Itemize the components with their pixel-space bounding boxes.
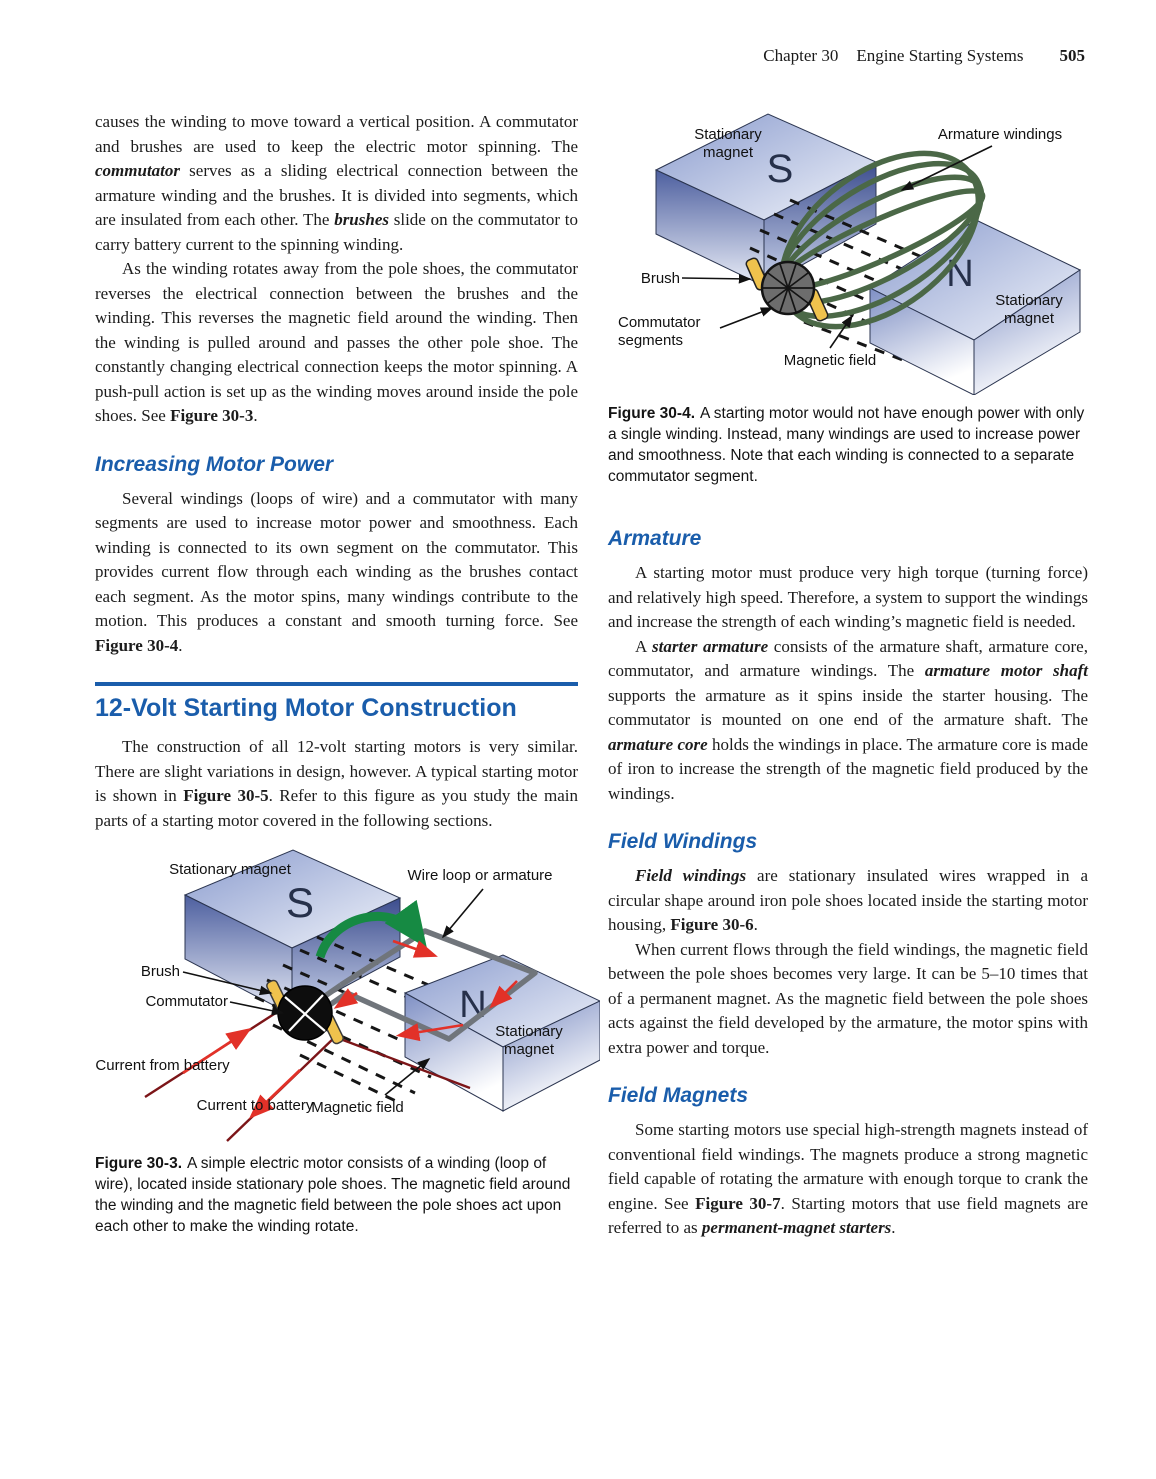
label-commutator-segments: Commutator segments [618,314,701,349]
label-current-from-battery: Current from battery [95,1057,230,1074]
body-paragraph: Several windings (loops of wire) and a c… [95,488,578,655]
figure-30-3-caption-lead: Figure 30-3. [95,1155,182,1172]
chapter-label: Chapter 30 [763,46,839,65]
figure-30-3-diagram: S N [95,845,600,1145]
s-pole-letter: S [767,147,794,191]
right-column: S N [608,100,1088,1241]
section-heading-12-volt-construction: 12-Volt Starting Motor Construction [95,694,517,722]
section-heading-increasing-motor-power: Increasing Motor Power [95,452,334,476]
heading-rule [95,682,578,686]
label-armature-windings: Armature windings [937,126,1063,143]
figure-30-3-caption: Figure 30-3.A simple electric motor cons… [95,1153,575,1237]
n-pole-letter: N [946,253,973,295]
label-stationary-magnet-top: Stationary magnet [169,861,291,878]
commutator-disc [760,260,816,316]
loop-current-arrows [333,939,518,1042]
figure-30-4-diagram: S N [608,100,1156,395]
leader-lines [681,145,993,349]
s-pole-letter: S [286,879,314,926]
label-brush: Brush [640,270,680,287]
body-paragraph: causes the winding to move toward a vert… [95,112,578,254]
figure-30-4-caption-lead: Figure 30-4. [608,405,695,422]
figure-30-4-caption: Figure 30-4.A starting motor would not h… [608,403,1088,487]
body-paragraph: Some starting motors use special high-st… [608,1120,1089,1237]
commutator-sphere [277,985,333,1041]
label-commutator: Commutator [145,993,228,1010]
page-header: Chapter 30 Engine Starting Systems 505 [763,46,1085,66]
page-number: 505 [1059,46,1086,65]
section-heading-armature: Armature [608,527,702,550]
label-stationary-magnet-right: Stationary magnet [495,1023,563,1058]
figure-30-3: S N [95,845,600,1237]
label-wire-loop: Wire loop or armature [407,867,553,884]
body-paragraph: The construction of all 12-volt starting… [95,737,578,830]
chapter-title: Engine Starting Systems [856,46,1024,65]
left-column: causes the winding to move toward a vert… [95,110,600,1237]
label-stationary-magnet-top: Stationary magnet [694,126,762,161]
label-current-to-battery: Current to battery [196,1097,314,1114]
figure-30-4-caption-text: A starting motor would not have enough p… [608,405,1085,485]
rotation-arrow [315,899,427,959]
motor-diagram-graphic: S N [144,849,600,1142]
body-paragraph: Field windings are stationary insulated … [608,866,1088,934]
leader-lines [182,888,484,1096]
section-heading-field-magnets: Field Magnets [608,1084,749,1107]
body-paragraph: A starting motor must produce very high … [608,563,1088,631]
label-magnetic-field: Magnetic field [783,352,877,369]
label-stationary-magnet-right: Stationary magnet [995,292,1063,327]
multi-winding-motor-graphic: S N [654,113,1082,395]
body-paragraph: A starter armature consists of the armat… [608,636,1088,803]
battery-current-arrows [182,1027,301,1119]
n-magnet-block: N [868,219,1082,395]
figure-30-4: S N [608,100,1088,487]
section-heading-field-windings: Field Windings [608,830,758,853]
label-magnetic-field: Magnetic field [311,1099,404,1116]
figure-30-3-caption-text: A simple electric motor consists of a wi… [95,1155,571,1235]
label-brush: Brush [140,963,180,980]
body-paragraph: As the winding rotates away from the pol… [95,259,578,425]
body-paragraph: When current flows through the field win… [608,939,1088,1057]
